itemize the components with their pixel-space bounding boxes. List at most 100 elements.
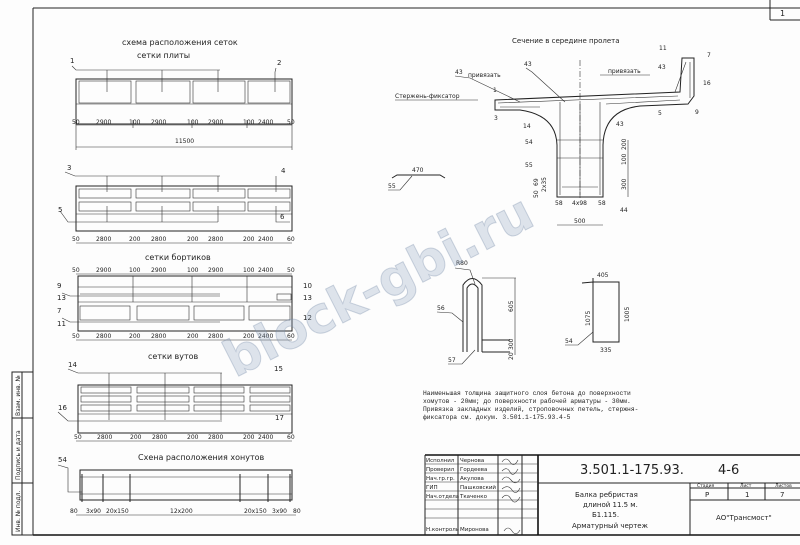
stamp-replace-inv: Взам. инв. № — [15, 375, 22, 416]
dim: 100 — [129, 267, 141, 274]
stamp-inv-no: Инв. № подл. — [15, 491, 22, 532]
role: Нач.гр.гр. — [426, 476, 455, 482]
dim: 50 — [74, 434, 82, 441]
section-label-9: 9 — [695, 109, 699, 116]
section-label-43a: 43 — [455, 69, 463, 76]
person-name: Чернова — [460, 458, 484, 464]
note-line: фиксатора см. докум. 3.501.1-175.93.4-5 — [423, 414, 571, 421]
mesh-label-3: 3 — [67, 164, 71, 172]
dim-58-right: 58 — [598, 200, 606, 207]
title-block: Исполнил Проверил Нач.гр.гр. ГИП Нач.отд… — [424, 454, 800, 535]
mesh-label-14: 14 — [68, 361, 77, 369]
dim: 2400 — [258, 119, 273, 126]
dim: 200 — [243, 333, 255, 340]
mesh-label-12: 12 — [303, 314, 312, 322]
dim: 50 — [72, 267, 80, 274]
signatures — [501, 458, 521, 535]
mesh-label-9: 9 — [57, 282, 61, 290]
section-label-43b: 43 — [524, 61, 532, 68]
stage-label: Стадия — [697, 483, 715, 489]
person-name: Миронова — [460, 527, 489, 533]
section-label-1: 1 — [493, 87, 497, 94]
dim: 2800 — [151, 236, 166, 243]
section-title: Сечение в середине пролета — [512, 37, 620, 45]
note-line: хомутов - 20мм; до поверхности рабочей а… — [423, 397, 631, 405]
stirrup-detail: R80 56 57 605 300 20 — [436, 260, 516, 365]
dim: 2900 — [151, 119, 166, 126]
sheet-code: 4-6 — [718, 463, 739, 478]
section-label-16: 16 — [703, 80, 711, 87]
dim: 2800 — [97, 434, 112, 441]
curb-mesh-title: сетки бортиков — [145, 253, 211, 262]
description-line: Арматурный чертеж — [572, 522, 649, 530]
dim: 50 — [72, 236, 80, 243]
clamp-top-dim: 405 — [597, 272, 609, 279]
organization: АО"Трансмост" — [716, 514, 772, 522]
dim: 3x90 — [86, 508, 101, 515]
mesh-label-6: 6 — [280, 213, 285, 221]
notes: Наименьшая толщина защитного слоя бетона… — [423, 389, 638, 421]
role: Н.контроль — [426, 527, 459, 533]
dim: 2900 — [96, 267, 111, 274]
mesh-label-16: 16 — [58, 404, 67, 412]
tie-label-left: привязать — [468, 72, 501, 79]
person-name: Гордеева — [460, 467, 487, 473]
dim-500: 500 — [574, 218, 586, 225]
clamp-left-dim: 1075 — [585, 311, 592, 326]
person-name: Ткаченко — [459, 494, 488, 500]
dim: 2800 — [208, 333, 223, 340]
page-number: 1 — [780, 9, 785, 18]
slab-mesh-title: сетки плиты — [137, 51, 190, 60]
sheets-label: Листов — [775, 483, 792, 489]
dim: 20x150 — [106, 508, 129, 515]
dim: 80 — [293, 508, 301, 515]
dim: 200 — [187, 333, 199, 340]
dim: 200 — [130, 434, 142, 441]
mesh-label-13b: 13 — [303, 294, 312, 302]
dim-total: 11500 — [175, 138, 194, 145]
dim: 60 — [287, 333, 295, 340]
dim-2x35: 2x35 — [541, 177, 548, 192]
dim: 50 — [287, 267, 295, 274]
section-label-11: 11 — [659, 45, 667, 52]
bar55-label: 55 — [388, 183, 396, 190]
dim: 2400 — [258, 333, 273, 340]
mesh-label-7: 7 — [57, 307, 61, 315]
dim: 2800 — [152, 434, 167, 441]
haunch-mesh-plan: сетки вутов 14 15 16 17 50 2800 200 2800… — [57, 352, 295, 442]
dim: 2800 — [208, 236, 223, 243]
bar55-length: 470 — [412, 167, 424, 174]
dim: 100 — [243, 119, 255, 126]
dim: 2900 — [151, 267, 166, 274]
dim: 100 — [187, 119, 199, 126]
note-line: Привязка закладных изделий, строповочных… — [423, 405, 638, 413]
mesh-label-4: 4 — [281, 167, 286, 175]
dim: 200 — [129, 236, 141, 243]
dim: 2800 — [208, 434, 223, 441]
note-line: Наименьшая толщина защитного слоя бетона… — [423, 389, 631, 397]
dim: 50 — [72, 333, 80, 340]
section-label-5: 5 — [658, 110, 662, 117]
stirrup-label-56: 56 — [437, 305, 445, 312]
dim: 200 — [243, 236, 255, 243]
role: Исполнил — [426, 458, 455, 464]
mesh-label-11: 11 — [57, 320, 66, 328]
dim: 2800 — [96, 333, 111, 340]
mesh-label-15: 15 — [274, 365, 283, 373]
dim-4x98: 4x98 — [572, 200, 587, 207]
dim: 100 — [187, 267, 199, 274]
mesh-label-5: 5 — [58, 206, 62, 214]
dim: 2800 — [96, 236, 111, 243]
side-stamp: Инв. № подл. Подпись и дата Взам. инв. № — [11, 371, 34, 536]
fixator-label: Стержень-фиксатор — [395, 93, 460, 100]
dim: 3x90 — [272, 508, 287, 515]
dim: 2400 — [258, 434, 273, 441]
role: Проверил — [426, 467, 455, 473]
dim: 2900 — [208, 267, 223, 274]
slab-mesh-plan-2: 3 4 5 6 50 2800 200 2800 200 2800 200 24… — [58, 164, 295, 244]
dim-69: 69 — [533, 178, 540, 186]
dim: 12x200 — [170, 508, 193, 515]
curb-mesh-plan: сетки бортиков 50 2900 100 2900 100 2900… — [57, 253, 312, 341]
